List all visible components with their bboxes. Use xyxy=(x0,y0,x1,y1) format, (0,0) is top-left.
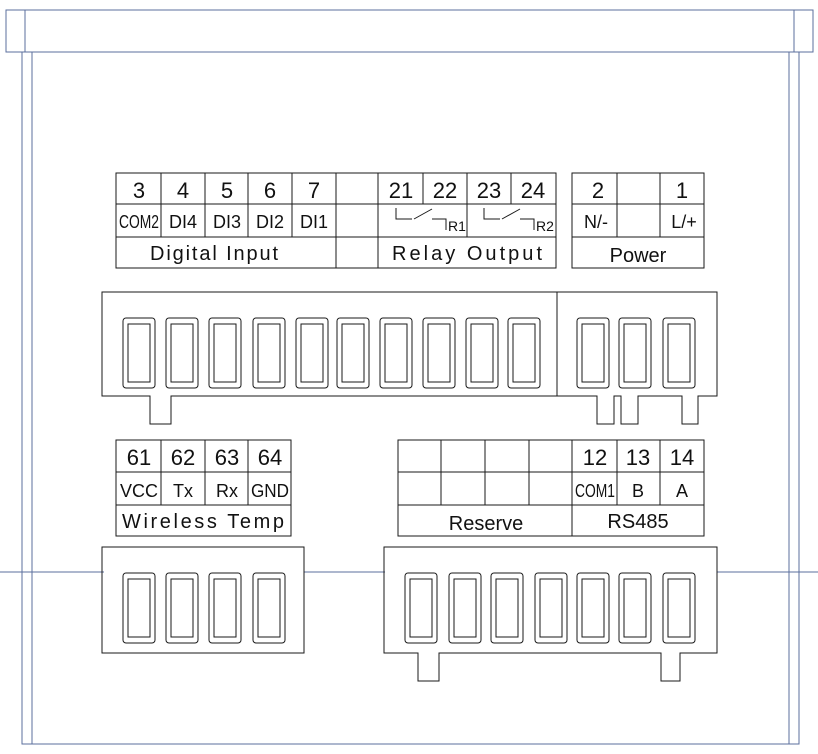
terminal-pin xyxy=(534,572,568,644)
relay-contact-symbol xyxy=(395,208,412,220)
rs485-terminal-number: 14 xyxy=(670,445,694,470)
di-terminal-label: DI4 xyxy=(169,212,197,232)
power-terminal-number: 2 xyxy=(592,178,604,203)
di-terminal-number: 4 xyxy=(177,178,189,203)
terminal-pin xyxy=(618,572,652,644)
wireless-terminal-label: Rx xyxy=(216,481,238,501)
power-caption: Power xyxy=(610,245,667,267)
terminal-pin xyxy=(165,572,199,644)
relay-label-r1: R1 xyxy=(448,218,466,234)
wireless-terminal-number: 64 xyxy=(258,445,282,470)
relay-contact-symbol xyxy=(413,208,433,220)
digital-input-caption: Digital Input xyxy=(150,243,278,265)
wireless-terminal-number: 61 xyxy=(127,445,151,470)
di-terminal-label: COM2 xyxy=(119,212,159,232)
wireless-terminal-label: VCC xyxy=(120,481,158,501)
label-table-top: 3 4 5 6 7 COM2 DI4 DI3 DI2 DI1 Digital I… xyxy=(115,172,705,269)
rs485-terminal-number: 12 xyxy=(583,445,607,470)
terminal-pin xyxy=(122,572,156,644)
relay-contact-symbol xyxy=(483,208,500,220)
terminal-pin xyxy=(662,572,696,644)
terminal-pin xyxy=(465,317,499,389)
connector-block-wireless xyxy=(101,546,305,654)
di-terminal-number: 5 xyxy=(221,178,233,203)
wireless-terminal-label: Tx xyxy=(173,481,193,501)
terminal-pin xyxy=(165,317,199,389)
rs485-terminal-label: B xyxy=(632,481,644,501)
di-terminal-label: DI1 xyxy=(300,212,328,232)
di-terminal-number: 7 xyxy=(308,178,320,203)
relay-terminal-number: 24 xyxy=(521,178,545,203)
terminal-pin xyxy=(618,317,652,389)
terminal-pin xyxy=(208,317,242,389)
housing-body xyxy=(21,51,800,745)
terminal-pin xyxy=(379,317,413,389)
di-terminal-label: DI3 xyxy=(213,212,241,232)
relay-contact-symbol xyxy=(520,218,535,230)
terminal-pin xyxy=(422,317,456,389)
power-terminal-label: L/+ xyxy=(671,212,697,232)
terminal-pin xyxy=(662,317,696,389)
rs485-caption: RS485 xyxy=(607,511,668,533)
di-terminal-label: DI2 xyxy=(256,212,284,232)
power-terminal-label: N/- xyxy=(584,212,608,232)
terminal-pin xyxy=(295,317,329,389)
rs485-terminal-number: 13 xyxy=(626,445,650,470)
relay-contact-symbol xyxy=(432,218,447,230)
terminal-pin xyxy=(576,317,610,389)
relay-contact-symbol xyxy=(501,208,521,220)
pin-row-top xyxy=(122,317,696,389)
label-table-wireless: 61 62 63 64 VCC Tx Rx GND Wireless Temp xyxy=(115,439,292,537)
relay-terminal-number: 23 xyxy=(477,178,501,203)
terminal-pin xyxy=(252,317,286,389)
di-terminal-number: 6 xyxy=(264,178,276,203)
terminal-pin xyxy=(490,572,524,644)
rs485-terminal-label: A xyxy=(676,481,688,501)
terminal-pin xyxy=(448,572,482,644)
relay-label-r2: R2 xyxy=(536,218,554,234)
reserve-caption: Reserve xyxy=(449,513,523,535)
terminal-pin xyxy=(208,572,242,644)
connector-block-top xyxy=(101,291,718,425)
terminal-pin xyxy=(404,572,438,644)
wireless-terminal-number: 62 xyxy=(171,445,195,470)
pin-row-bottom xyxy=(122,572,696,644)
power-terminal-number: 1 xyxy=(676,178,688,203)
label-table-rs485: 12 13 14 COM1 B A Reserve RS485 xyxy=(397,439,705,537)
housing-top-bar xyxy=(5,9,814,53)
terminal-pin xyxy=(122,317,156,389)
terminal-pin xyxy=(336,317,370,389)
relay-terminal-number: 22 xyxy=(433,178,457,203)
wireless-terminal-label: GND xyxy=(251,481,289,501)
wireless-temp-caption: Wireless Temp xyxy=(122,511,284,533)
relay-terminal-number: 21 xyxy=(389,178,413,203)
di-terminal-number: 3 xyxy=(133,178,145,203)
terminal-pin xyxy=(507,317,541,389)
terminal-pin xyxy=(252,572,286,644)
rs485-terminal-label: COM1 xyxy=(575,481,615,501)
terminal-pin xyxy=(576,572,610,644)
wireless-terminal-number: 63 xyxy=(215,445,239,470)
connector-block-rs485 xyxy=(383,546,718,682)
